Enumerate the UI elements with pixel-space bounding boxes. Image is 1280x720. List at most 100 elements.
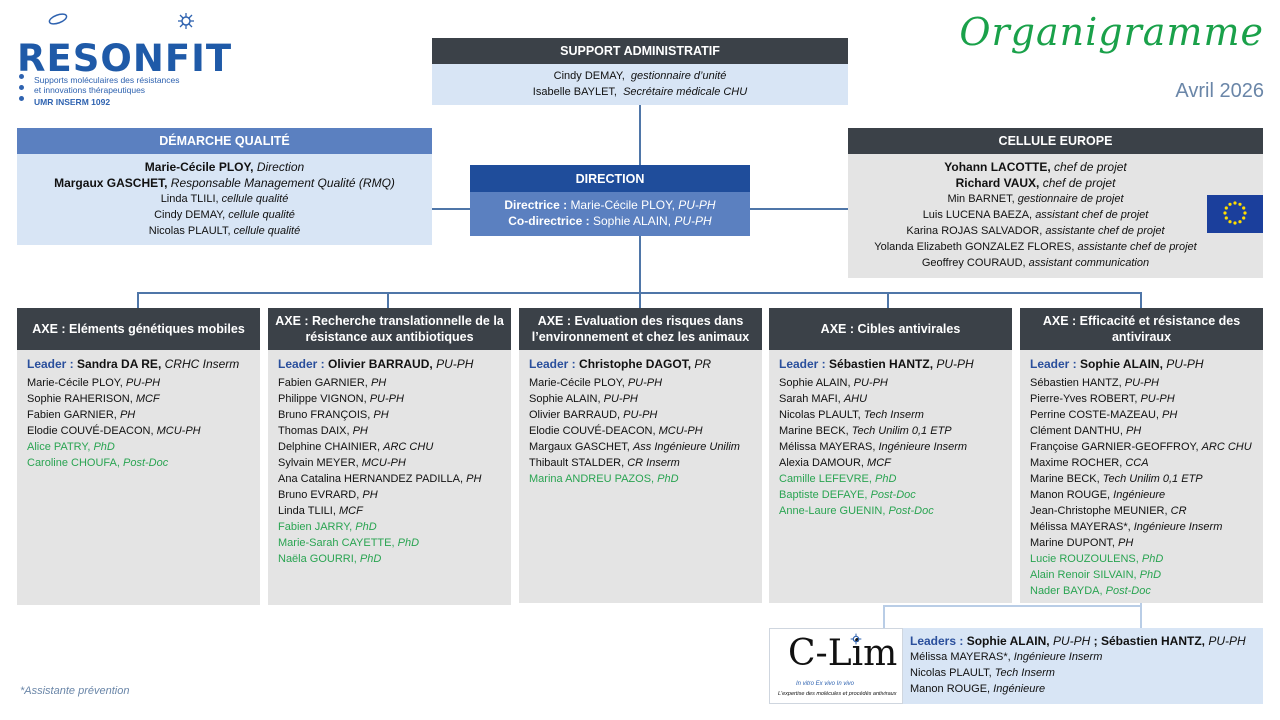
member-role: PH (1162, 409, 1178, 421)
member-role: PH (370, 377, 387, 389)
connector-axe3 (639, 292, 641, 308)
logo-word: RESONFIT (17, 37, 233, 80)
axe-member: Marie-Cécile PLOY, PU-PH (529, 375, 752, 391)
leader-role: PU-PH (1166, 357, 1204, 371)
member-name: Mélissa MAYERAS*, (1030, 521, 1131, 533)
axe-member: Mélissa MAYERAS, Ingénieure Inserm (779, 439, 1002, 455)
axe-member: Manon ROUGE, Ingénieure (1030, 487, 1253, 503)
member-role: CR Inserm (627, 457, 680, 469)
logo-subtitle-line-1: Supports moléculaires des résistances (34, 75, 180, 85)
member-role: Ingénieure Inserm (878, 441, 968, 453)
logo-subtitle: Supports moléculaires des résistances et… (34, 75, 214, 95)
axe-member: Caroline CHOUFA, Post-Doc (27, 455, 250, 471)
bacteria-icon (48, 13, 68, 25)
axe-header: AXE : Efficacité et résistance des antiv… (1020, 308, 1263, 350)
axe-member: Maxime ROCHER, CCA (1030, 455, 1253, 471)
member-role: Tech Unilim 0,1 ETP (851, 425, 952, 437)
axe-header: AXE : Recherche translationnelle de la r… (268, 308, 511, 350)
member-role: PhD (355, 521, 377, 533)
axe-leader: Leader : Olivier BARRAUD, PU-PH (278, 356, 501, 372)
qualite-title: DÉMARCHE QUALITÉ (159, 134, 290, 148)
axe-member: Bruno FRANÇOIS, PH (278, 407, 501, 423)
member-name: Fabien GARNIER, (27, 409, 117, 421)
connector-axe5 (1140, 292, 1142, 308)
connector-clim-right (1140, 600, 1142, 628)
europe-member: Luis LUCENA BAEZA, assistant chef de pro… (922, 209, 1149, 221)
member-role: PU-PH (369, 393, 404, 405)
axe-member: Lucie ROUZOULENS, PhD (1030, 551, 1253, 567)
axe-member: Clément DANTHU, PH (1030, 423, 1253, 439)
member-role: PU-PH (125, 377, 161, 389)
axe-member: Sophie RAHERISON, MCF (27, 391, 250, 407)
member-role: CCA (1125, 457, 1149, 469)
leader-label: Leader : (278, 357, 325, 371)
leader-name: Christophe DAGOT, (579, 357, 692, 371)
member-name: Ana Catalina HERNANDEZ PADILLA, (278, 473, 464, 485)
connector-support-direction (639, 105, 641, 165)
axe-leader: Leader : Sandra DA RE, CRHC Inserm (27, 356, 250, 372)
member-role: PhD (1139, 569, 1162, 581)
member-name: Olivier BARRAUD, (529, 409, 621, 421)
member-name: Camille LEFEVRE, (779, 473, 872, 485)
axe-member: Olivier BARRAUD, PU-PH (529, 407, 752, 423)
support-member: Isabelle BAYLET, Secrétaire médicale CHU (532, 86, 748, 98)
member-role: MCF (867, 457, 891, 469)
axe-member: Alice PATRY, PhD (27, 439, 250, 455)
clim-logo: C-Lim In vitro Ex vivo In vivo L'experti… (769, 628, 903, 704)
axe-title: AXE : Recherche translationnelle de la r… (275, 314, 504, 344)
member-role: PU-PH (1124, 377, 1159, 389)
member-role: Post-Doc (122, 457, 169, 469)
axe-member: Nader BAYDA, Post-Doc (1030, 583, 1253, 599)
member-name: Maxime ROCHER, (1030, 457, 1123, 469)
support-body: Cindy DEMAY, gestionnaire d’unité Isabel… (432, 64, 848, 105)
support-member: Cindy DEMAY, gestionnaire d’unité (553, 70, 727, 82)
leader-name: Sophie ALAIN, (1080, 357, 1163, 371)
leader-role: PU-PH (436, 357, 474, 371)
connector-clim-left (883, 605, 885, 628)
axe-member: Alexia DAMOUR, MCF (779, 455, 1002, 471)
member-role: Ass Ingénieure Unilim (632, 441, 740, 453)
clim-logo-tagline: L'expertise des molécules et procédés an… (778, 691, 897, 697)
axe-leader: Leader : Sébastien HANTZ, PU-PH (779, 356, 1002, 372)
clim-leaders: Leaders : Sophie ALAIN, PU-PH ; Sébastie… (910, 634, 1246, 648)
eu-flag-icon (1207, 195, 1263, 233)
europe-member: Yohann LACOTTE, chef de projet (944, 160, 1127, 174)
axe-member: Fabien GARNIER, PH (27, 407, 250, 423)
member-name: Thomas DAIX, (278, 425, 350, 437)
footnote: *Assistante prévention (20, 685, 130, 697)
member-name: Marine DUPONT, (1030, 537, 1115, 549)
direction-body: Directrice : Marie-Cécile PLOY, PU-PH Co… (470, 192, 750, 236)
member-role: MCF (338, 505, 363, 517)
axe-member: Camille LEFEVRE, PhD (779, 471, 1002, 487)
axe-member: Fabien JARRY, PhD (278, 519, 501, 535)
member-name: Thibault STALDER, (529, 457, 625, 469)
direction-director: Directrice : Marie-Cécile PLOY, PU-PH (504, 198, 716, 212)
member-name: Linda TLILI, (278, 505, 336, 517)
axe-member: Bruno EVRARD, PH (278, 487, 501, 503)
member-name: Baptiste DEFAYE, (779, 489, 868, 501)
page-title: Organigramme (959, 10, 1264, 54)
member-name: Bruno FRANÇOIS, (278, 409, 371, 421)
connector-clim-horizontal (883, 605, 1140, 607)
leader-name: Sébastien HANTZ, (829, 357, 934, 371)
resinfit-logo: RESONFIT Supports moléculaires des résis… (17, 10, 231, 110)
clim-member: Manon ROUGE, Ingénieure (910, 683, 1046, 695)
member-name: Marine BECK, (1030, 473, 1100, 485)
member-name: Sophie RAHERISON, (27, 393, 133, 405)
member-name: Marine BECK, (779, 425, 849, 437)
member-role: PH (362, 489, 378, 501)
europe-member: Karina ROJAS SALVADOR, assistante chef d… (906, 225, 1165, 237)
axe-member: Linda TLILI, MCF (278, 503, 501, 519)
clim-logo-word: C-Lim (788, 633, 898, 674)
member-name: Fabien GARNIER, (278, 377, 368, 389)
member-role: ARC CHU (1201, 441, 1252, 453)
axe-member: Marine DUPONT, PH (1030, 535, 1253, 551)
europe-member: Min BARNET, gestionnaire de projet (947, 193, 1124, 205)
member-role: PH (119, 409, 136, 421)
member-name: Philippe VIGNON, (278, 393, 367, 405)
axe-member: Elodie COUVÉ-DEACON, MCU-PH (529, 423, 752, 439)
